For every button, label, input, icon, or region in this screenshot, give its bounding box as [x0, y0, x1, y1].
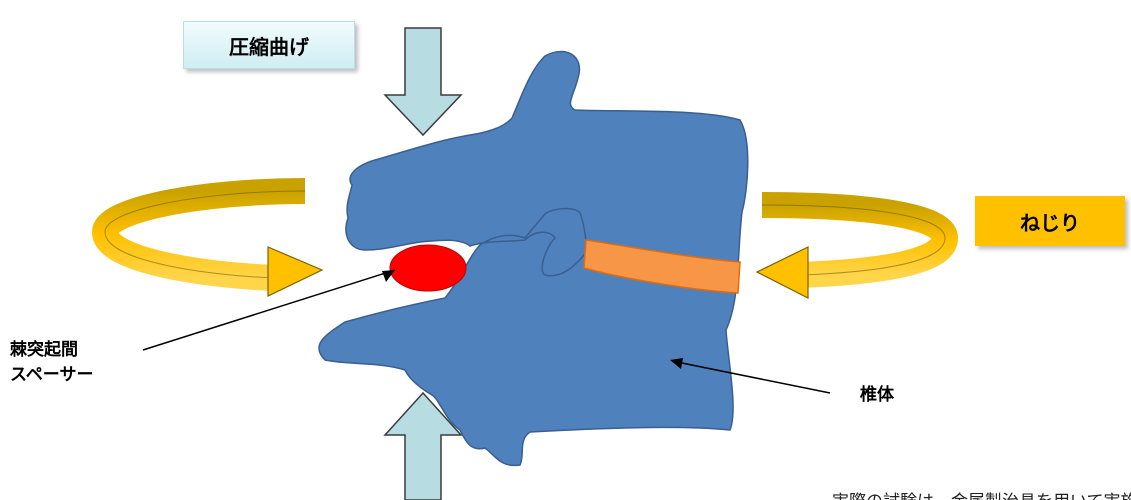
left-rotation-arrow	[105, 191, 322, 296]
spacer-shape	[390, 245, 466, 291]
spacer-label-line2: スペーサー	[10, 363, 93, 388]
vertebral-body-label: 椎体	[860, 383, 894, 408]
twist-label: ねじり	[975, 196, 1125, 246]
right-rotation-arrow	[757, 205, 945, 298]
spacer-label: 棘突起間 スペーサー	[10, 338, 93, 388]
spacer-label-line1: 棘突起間	[10, 338, 93, 363]
compression-label: 圧縮曲げ	[183, 21, 355, 69]
footnote-text: 実際の試験は、金属製治具を用いて実施いたし	[832, 487, 1131, 500]
down-arrow-icon	[385, 28, 461, 135]
